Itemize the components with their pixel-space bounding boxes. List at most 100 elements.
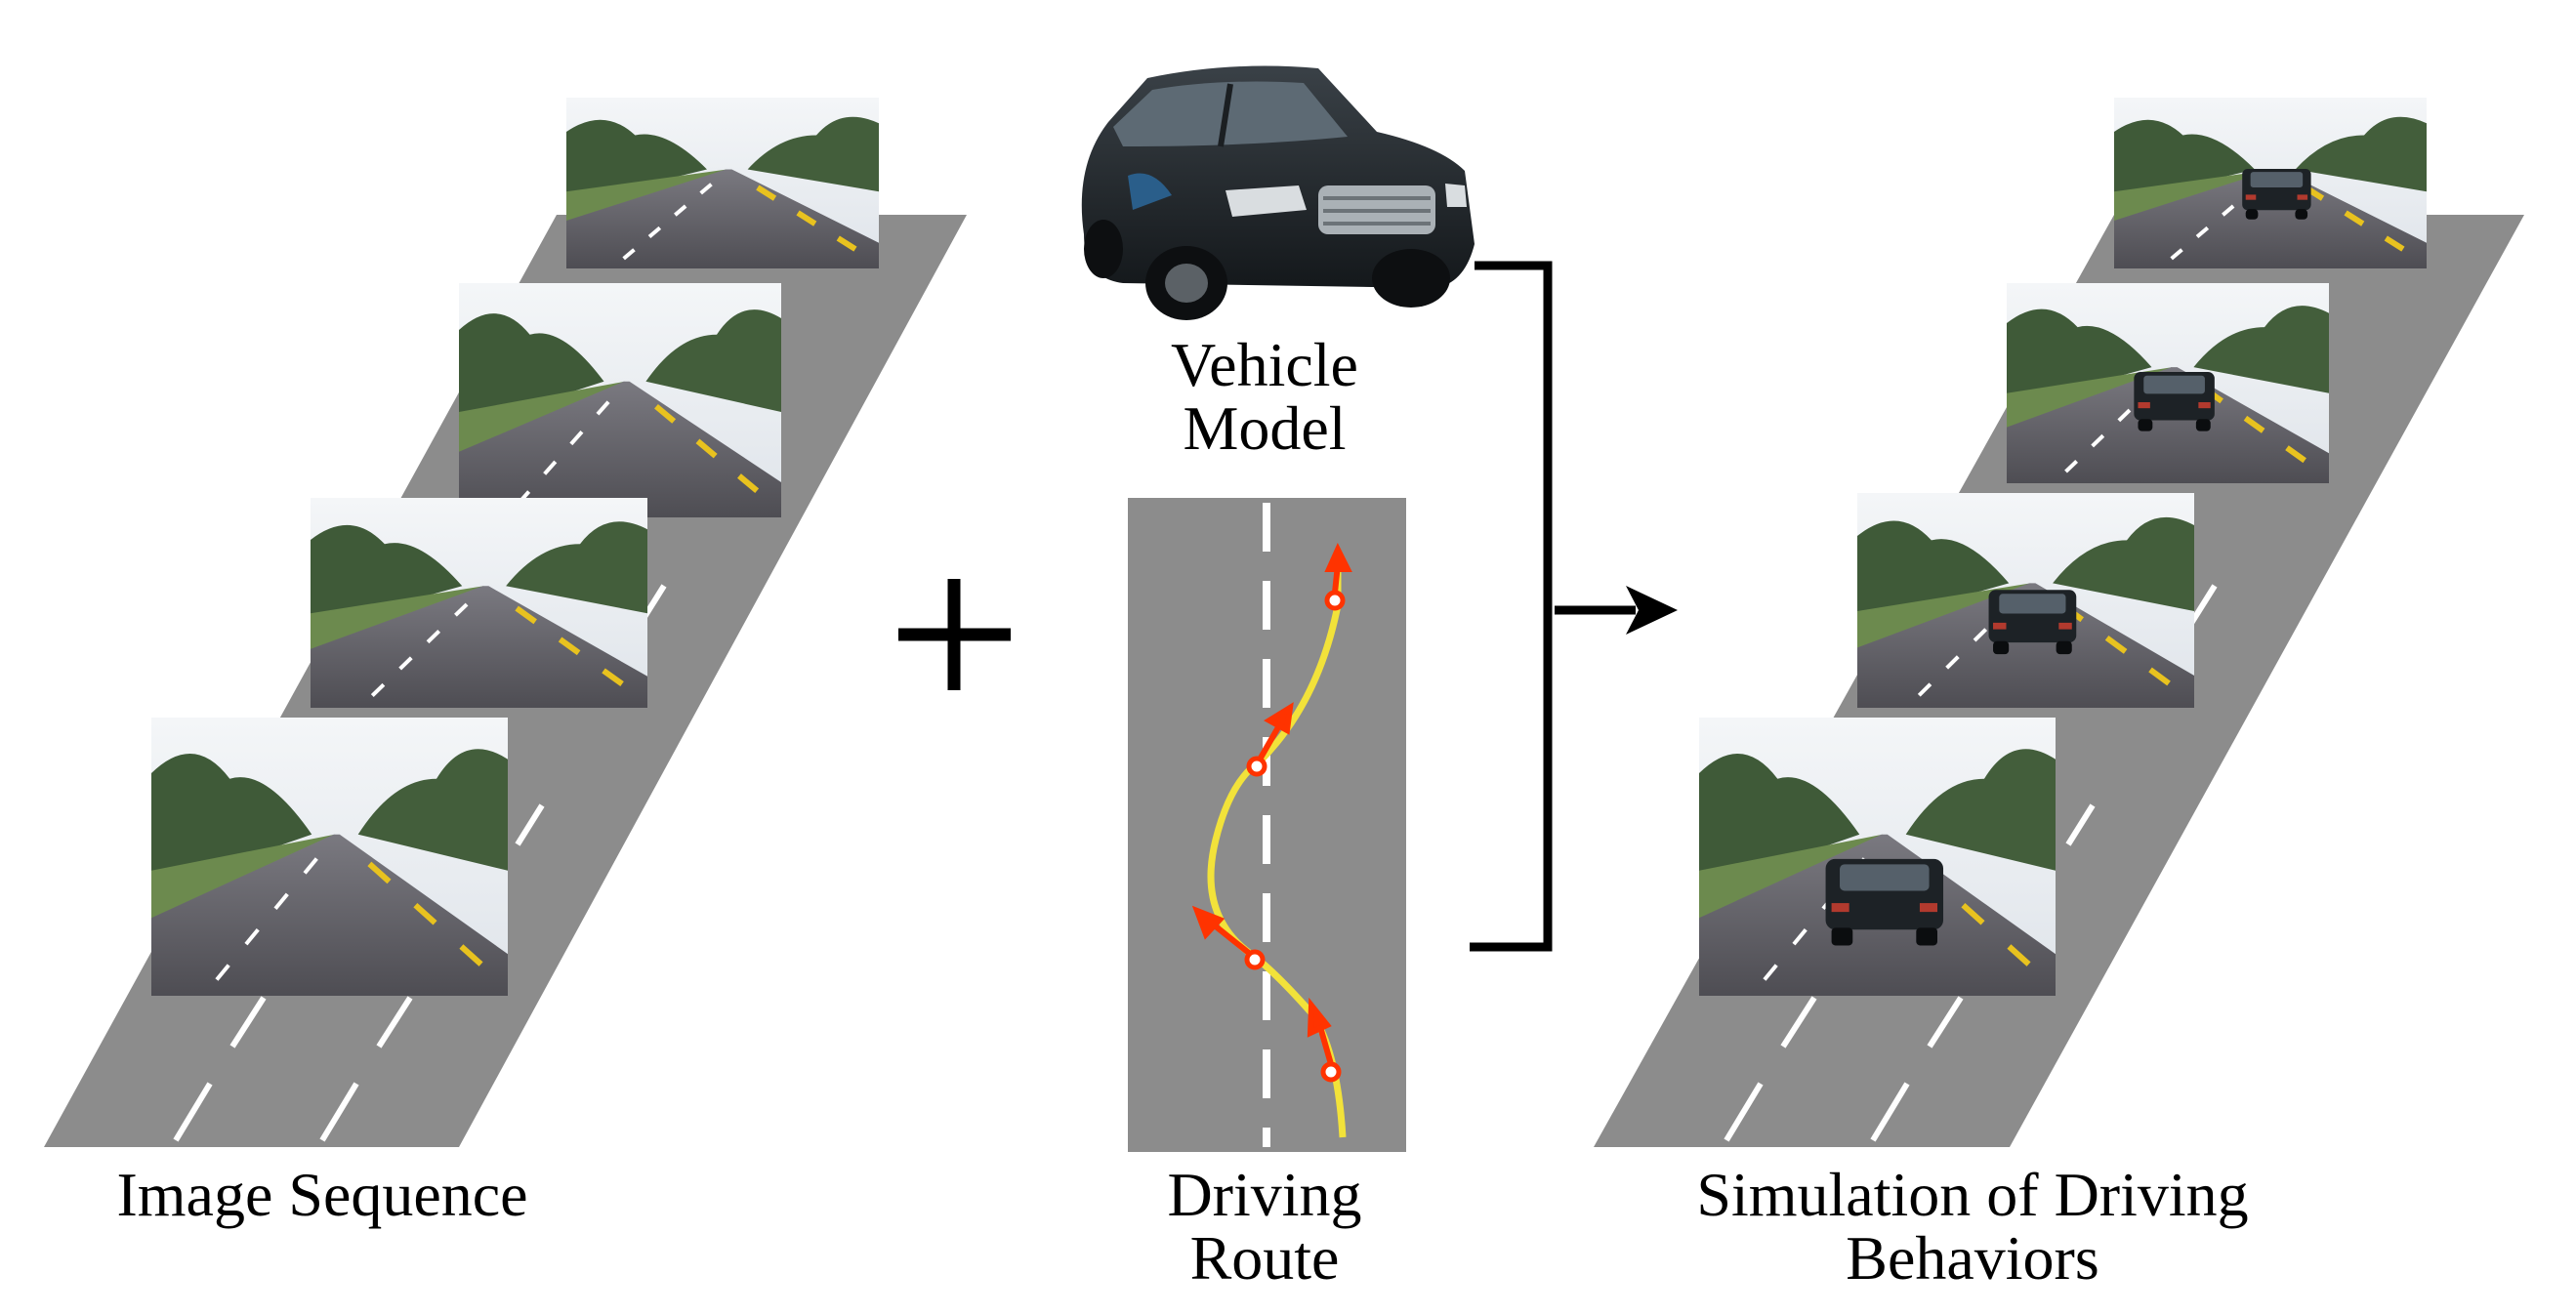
simulation-group xyxy=(1594,98,2524,1147)
tree-line xyxy=(357,749,508,871)
simulated-vehicle xyxy=(2242,169,2311,220)
route-heading-arrows xyxy=(1191,543,1352,1065)
white-lane-dash xyxy=(2195,226,2210,239)
white-lane-dash xyxy=(2091,433,2105,448)
driving-route-label-line1: Driving xyxy=(1167,1160,1361,1229)
merge-bracket xyxy=(1470,261,1553,952)
vehicle-model-label-line1: Vehicle xyxy=(1171,330,1358,399)
yellow-lane-dash xyxy=(2007,944,2031,966)
road-photo-frame xyxy=(1857,493,2194,708)
yellow-lane-dash xyxy=(737,473,760,494)
white-lane-dash xyxy=(2170,248,2183,261)
route-waypoint-marker xyxy=(1244,949,1266,970)
white-lane-dash xyxy=(426,630,441,644)
white-lane-dash xyxy=(303,857,318,875)
tree-line xyxy=(566,119,707,204)
tree-line xyxy=(2114,119,2255,204)
white-lane-dash xyxy=(2064,459,2079,473)
image-sequence-label: Image Sequence xyxy=(116,1160,527,1229)
white-lane-dash xyxy=(1945,655,1960,670)
road-asphalt xyxy=(459,381,781,517)
route-waypoint-marker xyxy=(1246,756,1267,777)
yellow-lane-dash xyxy=(2344,210,2365,226)
yellow-lane-dash xyxy=(2148,667,2171,686)
road-asphalt xyxy=(566,169,879,268)
white-lane-dash xyxy=(622,248,636,261)
white-lane-dash xyxy=(454,602,469,617)
road-asphalt xyxy=(311,586,647,708)
simulated-vehicle xyxy=(1988,590,2077,655)
yellow-lane-dash xyxy=(367,861,392,884)
white-lane-dash xyxy=(273,892,289,911)
white-lane-dash xyxy=(244,927,260,946)
white-lane-dash xyxy=(215,964,230,981)
vehicle-model-image xyxy=(1081,65,1475,320)
yellow-lane-dash xyxy=(695,438,718,459)
tree-line xyxy=(645,309,781,412)
white-lane-dash xyxy=(1792,927,1807,946)
driving-route-label-line2: Route xyxy=(1190,1223,1340,1293)
yellow-lane-dash xyxy=(459,944,483,966)
yellow-lane-dash xyxy=(756,185,777,201)
white-lane-dash xyxy=(1763,964,1778,981)
white-lane-dash xyxy=(398,656,413,671)
simulation-label-line2: Behaviors xyxy=(1846,1223,2099,1293)
tree-line xyxy=(1699,753,1860,890)
white-lane-dash xyxy=(596,400,610,416)
white-lane-dash xyxy=(2222,204,2235,217)
white-lane-dash xyxy=(674,204,687,217)
road-photo-frame xyxy=(2114,98,2427,268)
road-asphalt xyxy=(151,834,508,996)
route-waypoint-marker xyxy=(1320,1061,1342,1083)
yellow-lane-dash xyxy=(515,605,537,625)
road-asphalt xyxy=(2007,367,2329,483)
tree-line xyxy=(459,313,604,429)
image-sequence-group xyxy=(44,98,967,1147)
driving-route-diagram xyxy=(1128,498,1406,1152)
simulation-road-lane-markings xyxy=(1724,584,2218,1142)
simulation-label-line1: Simulation of Driving xyxy=(1696,1160,2248,1229)
road-photo-frame xyxy=(459,283,781,517)
yellow-lane-dash xyxy=(2384,235,2405,252)
road-photo-frame xyxy=(311,498,647,708)
yellow-lane-dash xyxy=(558,637,581,656)
yellow-lane-dash xyxy=(2104,635,2128,654)
white-lane-dash xyxy=(699,183,713,195)
simulated-vehicle xyxy=(1825,858,1944,946)
tree-line xyxy=(2295,116,2427,192)
route-waypoint-marker xyxy=(1324,590,1346,611)
white-lane-dash xyxy=(647,226,662,239)
yellow-lane-dash xyxy=(602,668,624,687)
white-lane-dash xyxy=(370,682,386,697)
road-photo-frame xyxy=(2007,283,2329,483)
tree-line xyxy=(1905,749,2056,871)
tree-line xyxy=(151,753,312,890)
tree-line xyxy=(1857,520,2010,627)
white-lane-dash xyxy=(1973,628,1988,642)
yellow-lane-dash xyxy=(654,403,677,424)
yellow-lane-dash xyxy=(2285,445,2306,464)
tree-line xyxy=(311,524,463,629)
road-asphalt xyxy=(1857,583,2194,708)
road-asphalt xyxy=(2114,169,2427,268)
road-photo-frame xyxy=(151,718,508,996)
tree-line xyxy=(506,521,647,614)
yellow-lane-dash xyxy=(1961,902,1985,925)
white-lane-dash xyxy=(543,460,558,475)
yellow-lane-dash xyxy=(796,210,817,226)
right-arrow-icon xyxy=(1555,586,1678,635)
yellow-lane-dash xyxy=(413,902,437,925)
tree-line xyxy=(2007,308,2152,408)
white-lane-dash xyxy=(2117,408,2132,423)
tree-line xyxy=(2193,306,2329,393)
yellow-lane-dash xyxy=(2243,415,2265,433)
tree-line xyxy=(2053,516,2194,611)
vehicle-model-label-line2: Model xyxy=(1183,393,1346,463)
plus-icon xyxy=(898,579,1011,690)
road-photo-frame xyxy=(566,98,879,268)
tree-line xyxy=(747,116,879,192)
yellow-lane-dash xyxy=(836,235,857,252)
road-photo-frame xyxy=(1699,718,2056,996)
route-waypoints xyxy=(1244,590,1346,1083)
